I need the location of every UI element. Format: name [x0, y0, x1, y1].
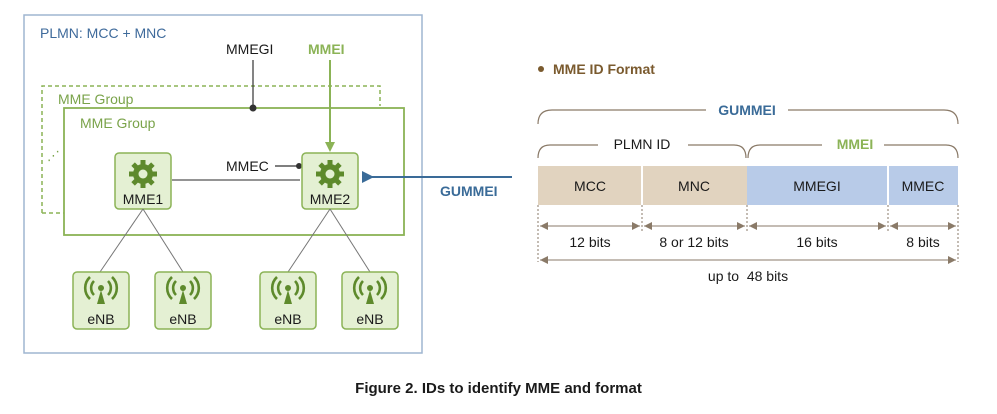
bullet-icon	[538, 66, 544, 72]
enb-link	[99, 208, 144, 273]
mmec-dot	[296, 163, 302, 169]
gummei-brace-left	[537, 109, 706, 125]
plmn-frame	[23, 14, 423, 354]
enb-link	[142, 208, 184, 273]
gummei-format-label: GUMMEI	[718, 102, 776, 118]
mmegi-label: MMEGI	[226, 41, 273, 57]
mcc-field	[538, 166, 642, 205]
ellipsis-marker: ⋰	[47, 148, 60, 163]
enb-label-1: eNB	[87, 311, 114, 327]
mnc-field	[642, 166, 747, 205]
mmegi-field	[747, 166, 888, 205]
outer-mme-group-frame	[41, 85, 381, 213]
figure-caption: Figure 2. IDs to identify MME and format	[355, 380, 642, 397]
mmei-top-label: MMEI	[308, 41, 345, 57]
plmn-brace-left	[537, 144, 598, 159]
mnc-bits: 8 or 12 bits	[659, 234, 728, 250]
enb-label-2: eNB	[169, 311, 196, 327]
plmn-brace-right	[688, 144, 747, 159]
mmec-bits: 8 bits	[906, 234, 939, 250]
plmn-label: PLMN: MCC + MNC	[40, 25, 166, 41]
total-bits: up to 48 bits	[708, 268, 788, 284]
gear-icon	[129, 160, 157, 188]
outer-mme-group-label: MME Group	[58, 91, 134, 107]
enb-label-4: eNB	[356, 311, 383, 327]
mmegi-field-label: MMEGI	[793, 178, 840, 194]
mnc-field-label: MNC	[678, 178, 710, 194]
field-guides	[537, 205, 959, 262]
gear-icon	[316, 160, 344, 188]
inner-mme-group-label: MME Group	[80, 115, 156, 131]
mmei-format-label: MMEI	[837, 136, 874, 152]
mmegi-dot	[249, 104, 257, 112]
mme2-label: MME2	[310, 191, 351, 207]
plmn-id-label: PLMN ID	[614, 136, 671, 152]
mmec-field-label: MMEC	[902, 178, 945, 194]
mmec-label: MMEC	[226, 158, 269, 174]
format-heading: MME ID Format	[553, 61, 655, 77]
gummei-arrow-label: GUMMEI	[440, 183, 498, 199]
mmei-brace-left	[747, 144, 822, 159]
mcc-bits: 12 bits	[569, 234, 610, 250]
mmegi-bits: 16 bits	[796, 234, 837, 250]
enb-link	[329, 208, 371, 273]
enb-link	[287, 208, 331, 273]
mme1-label: MME1	[123, 191, 164, 207]
gummei-brace-right	[788, 109, 959, 125]
mmec-field	[888, 166, 958, 205]
mmei-brace-right	[884, 144, 959, 159]
enb-label-3: eNB	[274, 311, 301, 327]
mcc-field-label: MCC	[574, 178, 606, 194]
